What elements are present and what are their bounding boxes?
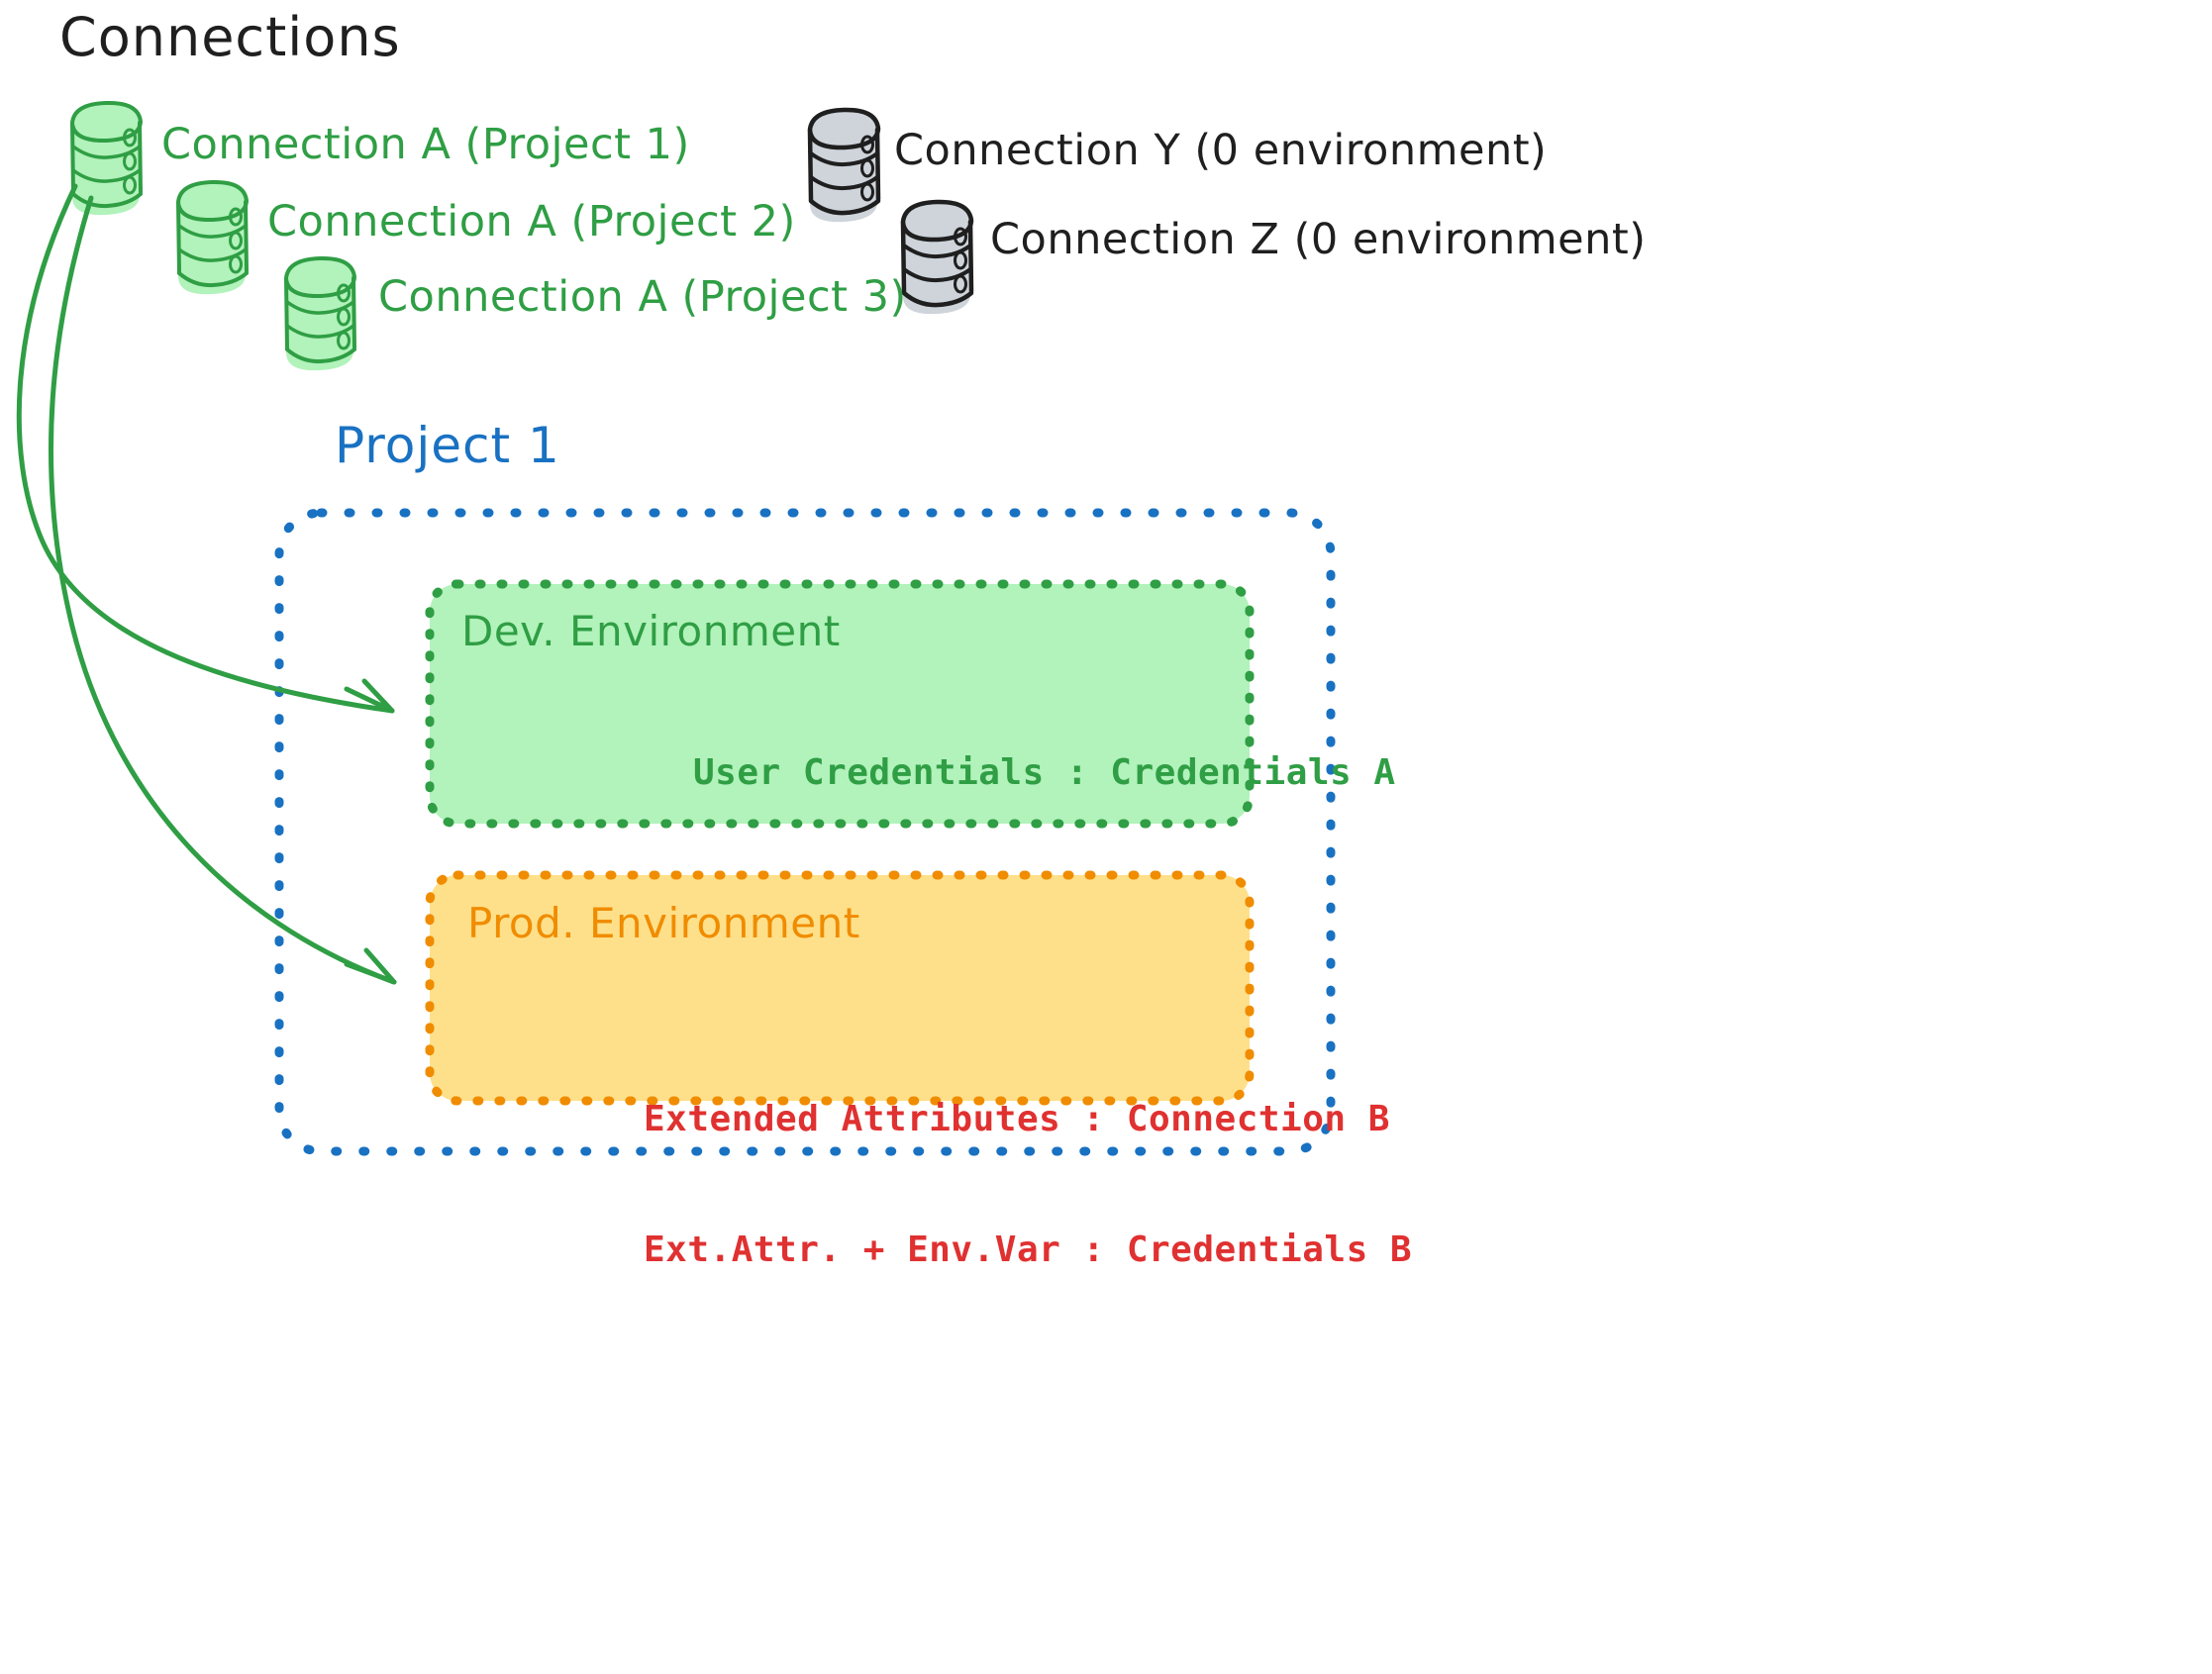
dev-environment-entry: User Credentials : Credentials A: [693, 752, 1396, 793]
database-icon-connection-a-project-3[interactable]: [283, 255, 357, 371]
database-icon-connection-a-project-1[interactable]: [69, 100, 144, 216]
connection-a-project-2-label: Connection A (Project 2): [267, 197, 796, 246]
dev-environment-title: Dev. Environment: [461, 607, 841, 655]
project-1-title: Project 1: [335, 417, 560, 474]
connection-z-label: Connection Z (0 environment): [990, 215, 1647, 264]
connection-a-project-3-label: Connection A (Project 3): [378, 272, 907, 322]
connection-y-label: Connection Y (0 environment): [894, 126, 1548, 175]
database-icon-connection-a-project-2[interactable]: [175, 179, 250, 295]
prod-environment-title: Prod. Environment: [467, 899, 860, 947]
prod-environment-entries: Extended Attributes : Connection B Ext.A…: [644, 1011, 1412, 1358]
page-title: Connections: [59, 6, 401, 68]
prod-environment-entry-1: Extended Attributes : Connection B: [644, 1098, 1390, 1139]
arrow-connection-a-to-prod-environment: [48, 195, 397, 985]
connection-a-project-1-label: Connection A (Project 1): [161, 120, 690, 169]
database-icon-connection-y[interactable]: [807, 107, 881, 223]
prod-environment-entry-2: Ext.Attr. + Env.Var : Credentials B: [644, 1229, 1413, 1270]
database-icon-connection-z[interactable]: [900, 199, 974, 315]
